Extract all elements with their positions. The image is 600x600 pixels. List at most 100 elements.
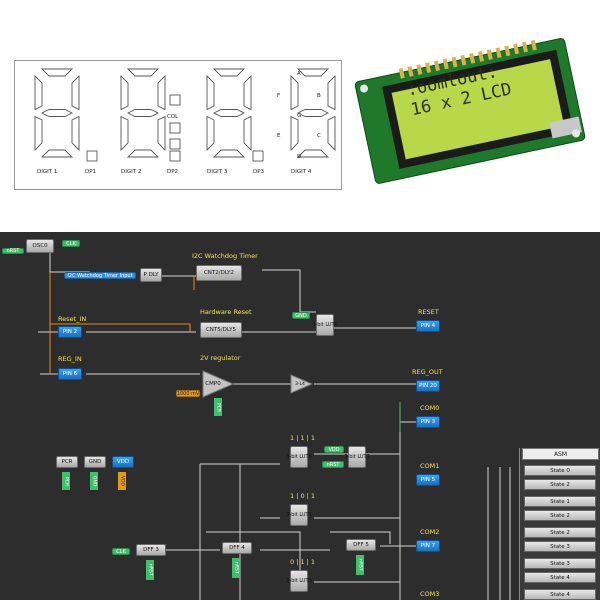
dp3-label: DP3 (253, 169, 265, 175)
asm-state-1[interactable]: State 2 (524, 479, 596, 490)
lut1-block[interactable]: 3-bit LUT1 (286, 504, 312, 526)
mount-hole-1 (360, 84, 369, 93)
colon-dot (169, 150, 181, 162)
gnd-vertical-flag[interactable]: GND (90, 472, 98, 490)
segment-a-label: A (297, 71, 301, 77)
reg-out-label: REG_OUT (412, 368, 443, 376)
pcr-vertical-flag[interactable]: PCR (62, 472, 70, 490)
pin3-block[interactable]: PIN 3 (416, 416, 440, 428)
reg-in-label: REG_IN (58, 355, 82, 363)
pin7-block[interactable]: PIN 7 (416, 540, 440, 552)
segment-outline (71, 74, 80, 111)
digit-3-label: DIGIT 3 (207, 169, 228, 175)
nrst-vertical-flag-1[interactable]: nRST (146, 560, 154, 580)
lut-b-values: 1 | 0 | 1 (290, 492, 316, 500)
lcd-header-pin (425, 62, 432, 74)
vdd-block[interactable]: VDD (112, 456, 134, 468)
digit-1-label: DIGIT 1 (37, 169, 58, 175)
lcd-header-pin (486, 49, 493, 60)
lut0-block[interactable]: 3-bit LUT0 (312, 314, 338, 336)
segment-outline (40, 68, 74, 77)
pdly-block[interactable]: P DLY (140, 268, 162, 282)
lcd-header-pin (407, 66, 414, 77)
pcr-block[interactable]: PCR (56, 456, 78, 468)
asm-state-4[interactable]: State 2 (524, 527, 596, 538)
colon-label: COL (167, 114, 179, 120)
pin2-block[interactable]: PIN 2 (58, 326, 82, 338)
segment-outline (120, 74, 129, 111)
segment-d-label: D (297, 154, 302, 160)
segment-outline (243, 115, 252, 152)
clk-flag-2[interactable]: CLK (112, 548, 130, 555)
lcd-header-pin (469, 53, 476, 64)
regulator-label: 2V regulator (200, 354, 241, 362)
segment-outline (296, 109, 330, 117)
reference-images: DIGIT 1 DP1 DIGIT 2 DP2 DIGIT 3 DP3 DIGI… (0, 0, 600, 232)
pcr-vertical-flag-1[interactable]: PCR (214, 398, 222, 416)
segment-e-label: E (277, 133, 281, 139)
colon-dot (169, 94, 181, 106)
asm-state-3[interactable]: State 2 (524, 510, 596, 521)
asm-state-2[interactable]: State 1 (524, 496, 596, 507)
schematic-canvas[interactable]: OSC0 CLK nRST I2C Watchdog Timer CNT2/DL… (0, 232, 600, 600)
cnt5-block[interactable]: CNT5/DLY5 (200, 322, 242, 338)
dff4-block[interactable]: DFF 4 (222, 542, 252, 554)
lcd-header-pin (451, 56, 458, 68)
segment-outline (34, 115, 43, 152)
i2c-watchdog-label: I2C Watchdog Timer (192, 252, 258, 260)
segment-outline (243, 74, 252, 111)
lcd-header-pin (398, 68, 405, 79)
cmp0-label: CMP0 (205, 381, 221, 387)
pin4-block[interactable]: PIN 4 (416, 320, 440, 332)
clk-flag[interactable]: CLK (62, 240, 80, 247)
inverter-gate[interactable] (290, 374, 314, 394)
com1-label: COM1 (420, 462, 440, 470)
lcd-header-pin (477, 51, 484, 62)
pin6-block[interactable]: PIN 6 (58, 368, 82, 380)
seven-segment-diagram: DIGIT 1 DP1 DIGIT 2 DP2 DIGIT 3 DP3 DIGI… (14, 60, 342, 190)
lcd-header-pin (513, 43, 520, 55)
asm-state-0[interactable]: State 0 (524, 465, 596, 476)
reset-in-label: Reset_IN (58, 315, 87, 323)
gnd-flag[interactable]: GND (292, 312, 310, 319)
segment-outline (296, 149, 330, 158)
vdd-flag[interactable]: VDD (324, 446, 344, 453)
dff5-block[interactable]: DFF 5 (346, 539, 376, 551)
nrst-vertical-flag-3[interactable]: nRST (356, 555, 364, 575)
colon-dot (169, 138, 181, 150)
asm-state-6[interactable]: State 3 (524, 558, 596, 569)
vdd-vertical-flag[interactable]: VDD (118, 472, 126, 490)
lut5-block[interactable]: 3-bit LUT5 (286, 446, 312, 468)
mv-flag[interactable]: 1000 mV (176, 390, 200, 397)
asm-state-8[interactable]: State 4 (524, 589, 596, 600)
nrst-flag[interactable]: nRST (2, 248, 24, 254)
lut3-block[interactable]: 3-bit LUT3 (286, 570, 312, 592)
pin20-block[interactable]: PIN 20 (416, 380, 440, 392)
gnd-block[interactable]: GND (84, 456, 106, 468)
segment-outline (212, 109, 246, 117)
segment-outline (40, 149, 74, 158)
nrst-vertical-flag-2[interactable]: nRST (232, 558, 240, 578)
lut2-block[interactable]: 3-bit LUT2 (344, 446, 370, 468)
nrst-flag-2[interactable]: nRST (322, 461, 344, 468)
digit-4-label: DIGIT 4 (291, 169, 312, 175)
segment-outline (212, 149, 246, 158)
com3-label: COM3 (420, 590, 440, 598)
lcd-header-pin (521, 41, 528, 53)
cnt2-block[interactable]: CNT2/DLY2 (196, 265, 242, 281)
segment-g-label: G (297, 113, 302, 119)
dff3-block[interactable]: DFF 3 (136, 544, 166, 556)
segment-outline (290, 74, 299, 111)
lcd-header-pin (416, 64, 423, 75)
osc-block[interactable]: OSC0 (26, 239, 54, 253)
decimal-point (86, 150, 98, 162)
mount-hole-2 (572, 129, 581, 138)
lcd-header-pin (530, 39, 537, 51)
segment-outline (157, 115, 166, 152)
lut-c-values: 0 | 1 | 1 (290, 558, 316, 566)
asm-state-5[interactable]: State 3 (524, 541, 596, 552)
pin5-block[interactable]: PIN 5 (416, 474, 440, 486)
cmp0-comparator[interactable] (202, 370, 234, 398)
i2c-input-flag[interactable]: I2C Watchdog Timer Input (64, 272, 136, 279)
asm-state-7[interactable]: State 4 (524, 572, 596, 583)
